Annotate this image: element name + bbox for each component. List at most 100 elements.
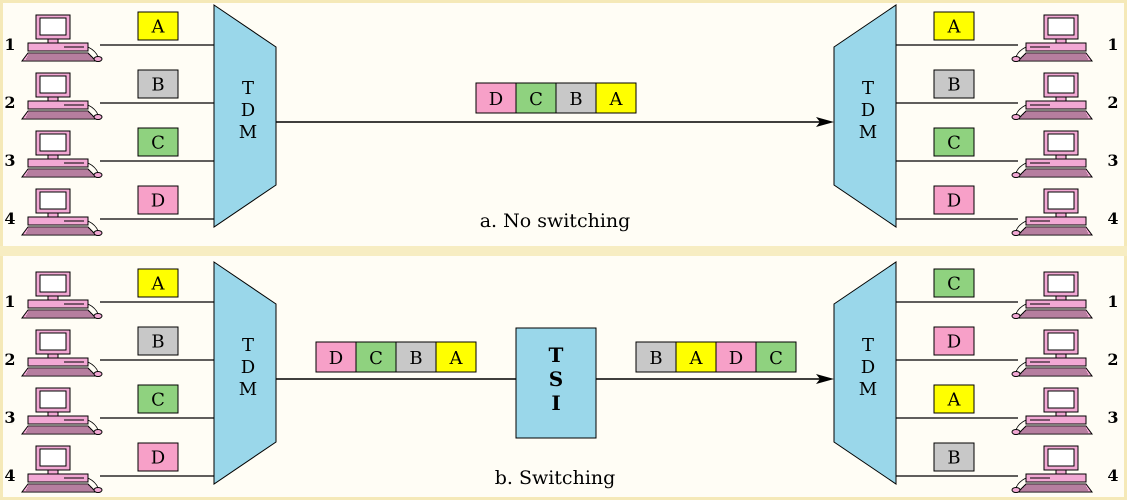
no-switching-left-computer-1: [21, 14, 103, 62]
switching-frame-in-slot-b-label: B: [409, 348, 422, 369]
switching-frame-in-slot-c: [355, 341, 397, 373]
switching-frame-out-slot-a: [675, 341, 717, 373]
mouse-cord: [1015, 361, 1027, 373]
switching-left-tdm-label-m: M: [239, 379, 257, 400]
mouse-cord: [1015, 162, 1027, 174]
no-switching-right-computer-4: [1011, 188, 1093, 236]
no-switching-left-station-3: 3: [4, 151, 15, 170]
switching-caption: b. Switching: [495, 467, 616, 489]
no-switching-right-tdm-label-d: D: [861, 100, 875, 121]
switching-left-station-2: 2: [4, 350, 15, 369]
no-switching-input-1: [137, 11, 179, 41]
no-switching-right-tdm: [833, 4, 897, 228]
switching-right-tdm-label-d: D: [861, 357, 875, 378]
switching-left-tdm-label-t: T: [242, 335, 254, 356]
no-switching-frame-slot-c-label: C: [529, 89, 543, 110]
no-switching-output-2-label: B: [947, 75, 960, 96]
mouse-cord: [87, 361, 99, 373]
switching-output-4: [933, 442, 975, 472]
monitor-stand: [1055, 212, 1067, 218]
switching-input-2: [137, 326, 179, 356]
no-switching-frame-slot-c: [515, 82, 557, 114]
panel-divider: [0, 246, 1127, 256]
no-switching-frame-slot-a: [595, 82, 637, 114]
no-switching-caption: a. No switching: [480, 210, 631, 232]
monitor-screen: [39, 191, 67, 210]
no-switching-output-3: [933, 127, 975, 157]
no-switching-input-3-label: C: [151, 133, 165, 154]
switching-input-2-label: B: [151, 332, 164, 353]
monitor-screen: [1047, 133, 1075, 152]
mouse-cord: [87, 104, 99, 116]
mouse-cord: [1015, 46, 1027, 58]
no-switching-frame-slot-d-label: D: [489, 89, 503, 110]
monitor-stand: [47, 96, 59, 102]
no-switching-right-station-2: 2: [1107, 93, 1118, 112]
no-switching-output-3-label: C: [947, 133, 961, 154]
switching-output-2: [933, 326, 975, 356]
switching-frame-in-slot-c-label: C: [369, 348, 383, 369]
no-switching-trunk-arrow: [816, 117, 834, 127]
switching-left-computer-1: [21, 271, 103, 319]
monitor-stand: [47, 154, 59, 160]
switching-right-computer-4: [1011, 445, 1093, 493]
switching-frame-out-slot-d-label: D: [729, 348, 743, 369]
mouse-shape: [93, 172, 103, 178]
monitor-screen: [1047, 17, 1075, 36]
switching-left-station-4: 4: [4, 466, 15, 485]
monitor-screen: [1047, 75, 1075, 94]
switching-right-computer-2: [1011, 329, 1093, 377]
monitor-screen: [39, 332, 67, 351]
monitor-stand: [47, 353, 59, 359]
switching-tsi-label-t: T: [549, 343, 564, 367]
mouse-shape: [93, 114, 103, 120]
mouse-cord: [87, 46, 99, 58]
no-switching-output-2: [933, 69, 975, 99]
switching-input-3: [137, 384, 179, 414]
no-switching-frame-slot-b-label: B: [569, 89, 582, 110]
monitor-stand: [1055, 469, 1067, 475]
switching-input-1-label: A: [151, 274, 166, 295]
no-switching-right-tdm-label-t: T: [862, 78, 874, 99]
no-switching-left-tdm-label-t: T: [242, 78, 254, 99]
no-switching-left-tdm-label-d: D: [241, 100, 255, 121]
monitor-screen: [39, 17, 67, 36]
mouse-cord: [87, 303, 99, 315]
switching-right-computer-3: [1011, 387, 1093, 435]
mouse-cord: [1015, 303, 1027, 315]
no-switching-output-1: [933, 11, 975, 41]
monitor-screen: [1047, 274, 1075, 293]
no-switching-right-computer-3: [1011, 130, 1093, 178]
mouse-shape: [93, 487, 103, 493]
switching-left-tdm: [213, 261, 277, 485]
monitor-stand: [1055, 96, 1067, 102]
no-switching-left-computer-3: [21, 130, 103, 178]
switching-right-tdm: [833, 261, 897, 485]
no-switching-frame-slot-b: [555, 82, 597, 114]
no-switching-left-tdm-label-m: M: [239, 122, 257, 143]
switching-input-1: [137, 268, 179, 298]
monitor-stand: [47, 295, 59, 301]
mouse-shape: [1011, 172, 1021, 178]
monitor-screen: [1047, 191, 1075, 210]
switching-left-computer-4: [21, 445, 103, 493]
switching-tsi-box: [515, 327, 597, 439]
mouse-shape: [1011, 313, 1021, 319]
no-switching-right-computer-1: [1011, 14, 1093, 62]
switching-left-computer-2: [21, 329, 103, 377]
no-switching-left-computer-4: [21, 188, 103, 236]
switching-right-station-4: 4: [1107, 466, 1118, 485]
switching-frame-out-slot-a-label: A: [689, 348, 704, 369]
monitor-screen: [39, 448, 67, 467]
monitor-stand: [47, 469, 59, 475]
mouse-cord: [87, 220, 99, 232]
no-switching-right-tdm-label-m: M: [859, 122, 877, 143]
no-switching-input-2: [137, 69, 179, 99]
mouse-cord: [1015, 220, 1027, 232]
monitor-stand: [1055, 38, 1067, 44]
no-switching-left-station-1: 1: [4, 35, 15, 54]
no-switching-right-station-1: 1: [1107, 35, 1118, 54]
no-switching-input-4-label: D: [151, 191, 165, 212]
monitor-screen: [1047, 448, 1075, 467]
monitor-stand: [47, 411, 59, 417]
